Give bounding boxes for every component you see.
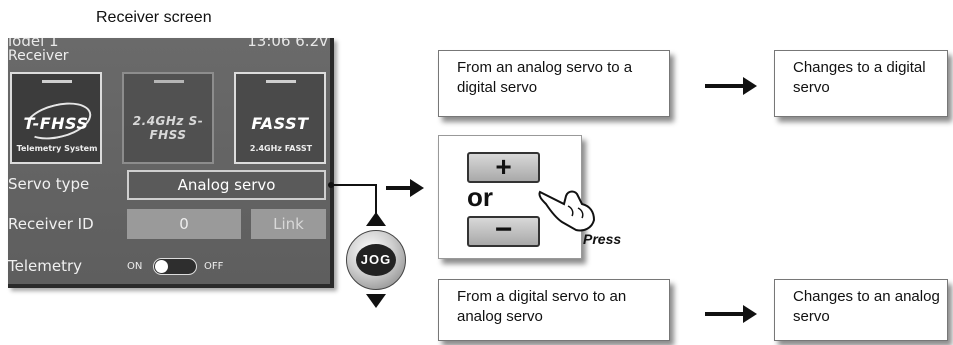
digital-to-analog-box: From a digital servo to an analog servo [438, 279, 670, 341]
receiver-id-field: 0 [127, 209, 241, 239]
analog-to-digital-box: From an analog servo to a digital servo [438, 50, 670, 117]
servo-type-label: Servo type [8, 175, 90, 193]
card-indicator [154, 80, 184, 83]
selected-indicator [42, 80, 72, 83]
jog-dial-group: JOG [346, 212, 408, 308]
down-arrow-icon [366, 294, 386, 308]
arrow-right-icon [705, 77, 757, 95]
pointing-hand-icon [538, 190, 596, 232]
fasst-sublabel: 2.4GHz FASST [249, 144, 313, 153]
telemetry-toggle[interactable] [153, 258, 197, 275]
screen-caption: Receiver screen [96, 9, 212, 26]
link-button[interactable]: Link [251, 209, 326, 239]
arrow-right-icon [705, 305, 757, 323]
telemetry-label: Telemetry [8, 257, 83, 275]
press-label: Press [583, 231, 622, 247]
receiver-id-label: Receiver ID [8, 215, 94, 233]
system-fasst-card[interactable]: FASST 2.4GHz FASST [234, 72, 326, 164]
status-time-voltage: 13:06 6.2v [247, 38, 328, 50]
digital-result-box: Changes to a digital servo [774, 50, 948, 117]
sfhss-logo: 2.4GHz S-FHSS [132, 114, 204, 142]
telemetry-off-label: OFF [204, 261, 224, 272]
tfhss-logo: T-FHSS [23, 114, 89, 133]
analog-result-box: Changes to an analog servo [774, 279, 948, 341]
receiver-screen: lodel 1 13:06 6.2v Receiver T-FHSS Telem… [8, 38, 334, 288]
up-arrow-icon [366, 212, 386, 226]
plus-button[interactable]: + [467, 152, 540, 183]
card-indicator [266, 80, 296, 83]
arrow-right-icon [386, 179, 424, 197]
servo-type-field[interactable]: Analog servo [127, 170, 326, 200]
screen-title: Receiver [8, 48, 69, 64]
telemetry-on-label: ON [127, 261, 143, 272]
jog-label: JOG [356, 244, 396, 276]
system-tfhss-card[interactable]: T-FHSS Telemetry System [10, 72, 102, 164]
tfhss-sublabel: Telemetry System [16, 144, 98, 153]
connector-line [331, 184, 376, 186]
or-label: or [467, 182, 493, 212]
system-sfhss-card[interactable]: 2.4GHz S-FHSS [122, 72, 214, 164]
jog-dial[interactable]: JOG [346, 230, 406, 290]
fasst-logo: FASST [251, 114, 309, 133]
minus-button[interactable]: − [467, 215, 540, 247]
toggle-knob [155, 260, 168, 273]
model-name: lodel 1 [8, 38, 59, 50]
plus-minus-panel: + or − [438, 135, 596, 259]
connector-line [375, 184, 377, 226]
